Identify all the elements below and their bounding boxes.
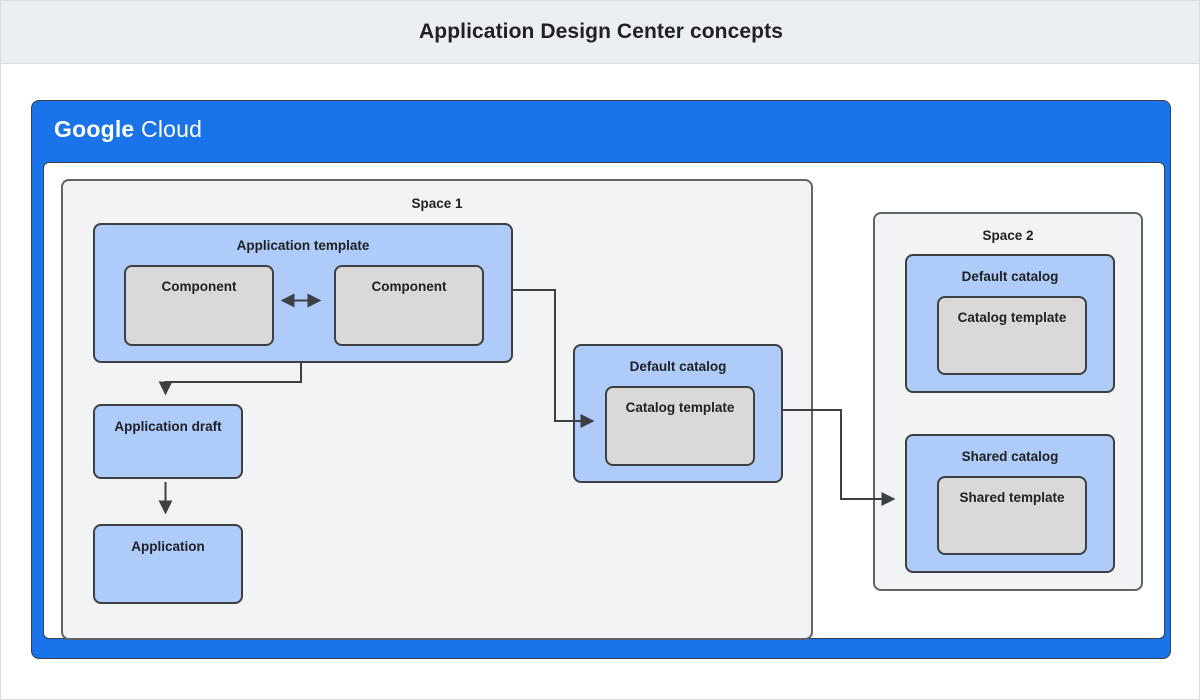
google-cloud-logo-secondary: Cloud bbox=[141, 116, 203, 142]
space-2-label: Space 2 bbox=[982, 228, 1034, 243]
page-title: Application Design Center concepts bbox=[419, 20, 783, 43]
title-bar: Application Design Center concepts bbox=[1, 1, 1199, 64]
shared-template-label: Shared template bbox=[959, 490, 1065, 505]
space-2-container: Space 2 Default catalog Catalog template… bbox=[873, 212, 1143, 591]
google-cloud-card: Google Cloud Space 1 Application templat… bbox=[31, 100, 1171, 659]
shared-template-box: Shared template bbox=[937, 476, 1087, 555]
space-1-catalog-template-label: Catalog template bbox=[625, 400, 735, 415]
space-2-catalog-template-box: Catalog template bbox=[937, 296, 1087, 375]
component-box-2: Component bbox=[334, 265, 484, 346]
application-label: Application bbox=[131, 539, 205, 554]
space-1-default-catalog-box: Default catalog Catalog template bbox=[573, 344, 783, 483]
space-1-container: Space 1 Application template Component C… bbox=[61, 179, 813, 640]
application-template-box: Application template Component Component bbox=[93, 223, 513, 363]
google-cloud-logo: Google Cloud bbox=[54, 116, 202, 143]
shared-catalog-box: Shared catalog Shared template bbox=[905, 434, 1115, 573]
space-2-catalog-template-label: Catalog template bbox=[957, 310, 1067, 325]
space-2-default-catalog-box: Default catalog Catalog template bbox=[905, 254, 1115, 393]
space-1-catalog-template-box: Catalog template bbox=[605, 386, 755, 466]
shared-catalog-label: Shared catalog bbox=[961, 449, 1059, 464]
application-draft-box: Application draft bbox=[93, 404, 243, 479]
application-template-label: Application template bbox=[236, 238, 370, 253]
space-1-label: Space 1 bbox=[411, 196, 463, 211]
component-2-label: Component bbox=[371, 279, 447, 294]
space-1-default-catalog-label: Default catalog bbox=[629, 359, 727, 374]
application-box: Application bbox=[93, 524, 243, 604]
space-2-default-catalog-label: Default catalog bbox=[961, 269, 1059, 284]
google-cloud-logo-primary: Google bbox=[54, 116, 135, 142]
component-1-label: Component bbox=[161, 279, 237, 294]
cloud-inner-panel: Space 1 Application template Component C… bbox=[43, 162, 1165, 640]
application-draft-label: Application draft bbox=[114, 419, 222, 434]
component-box-1: Component bbox=[124, 265, 274, 346]
